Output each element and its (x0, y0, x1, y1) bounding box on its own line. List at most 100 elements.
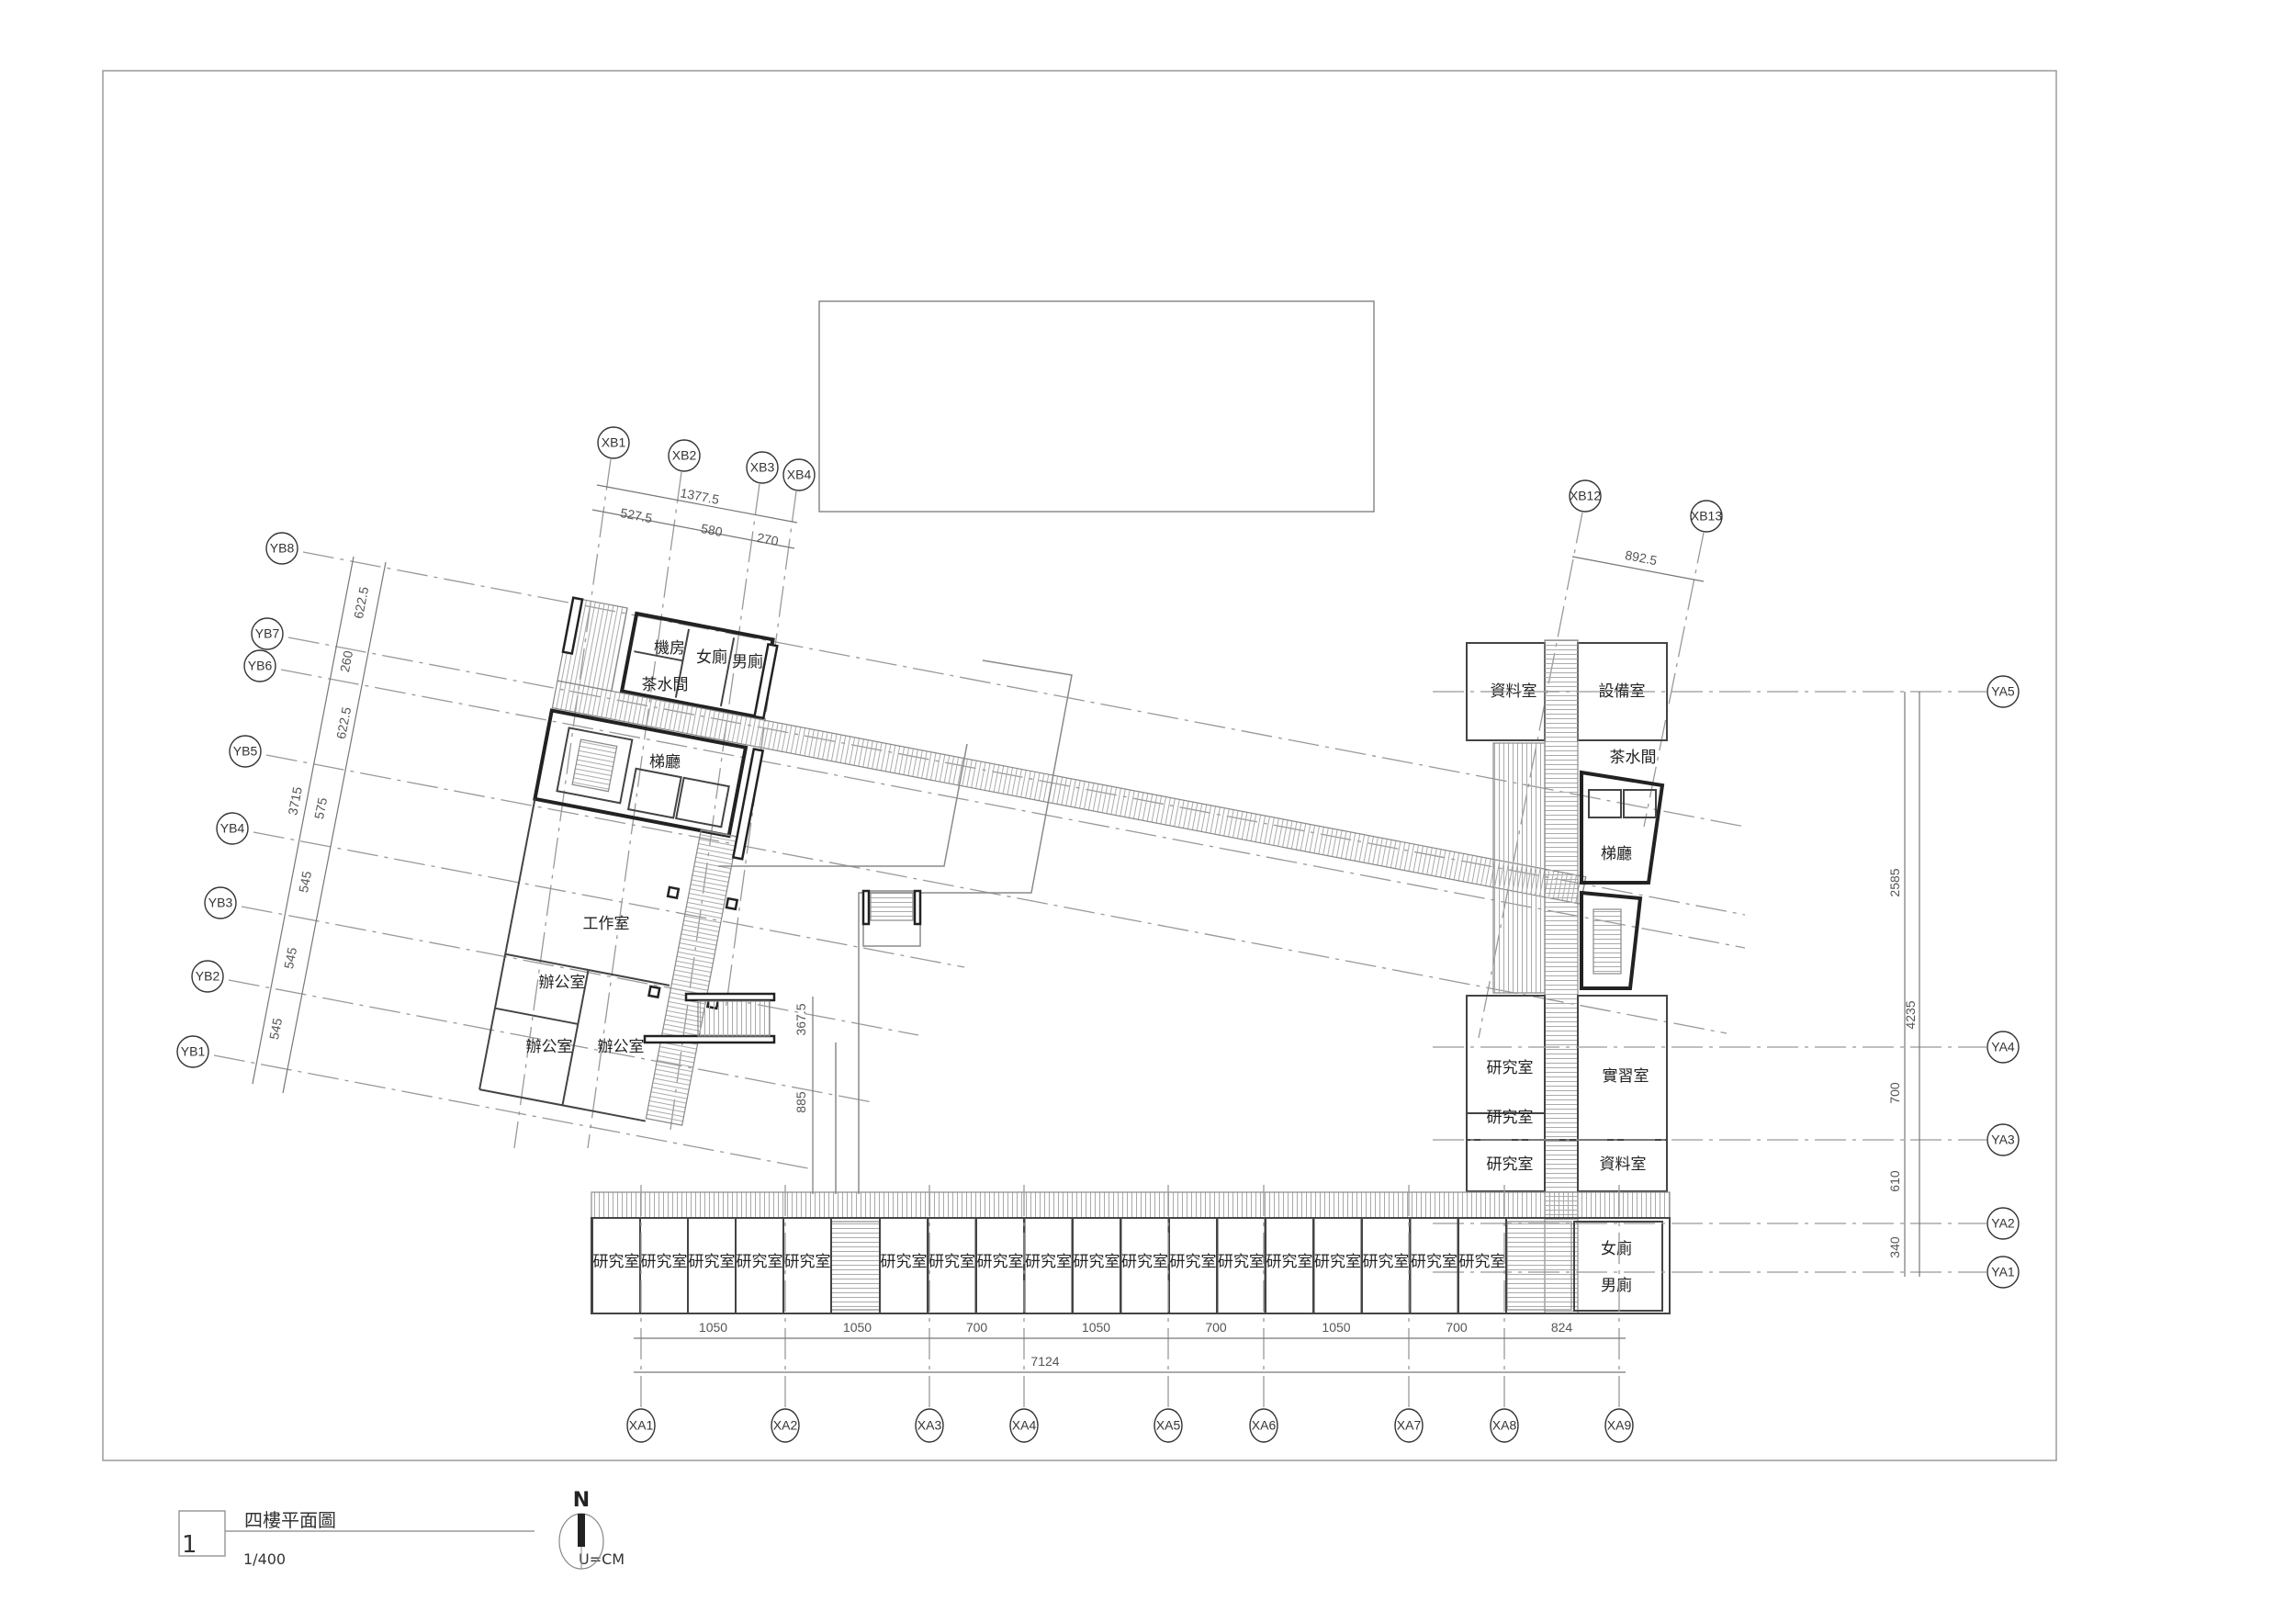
drawing-title: 四樓平面圖 (244, 1509, 336, 1531)
room-pantry: 茶水間 (642, 676, 689, 694)
south-room: 研究室 (879, 1217, 929, 1314)
title-block: 1 四樓平面圖 1/400 U=CM N (178, 1489, 625, 1570)
dim-ya3-ya2: 610 (1887, 1170, 1902, 1192)
grid-bubble-xb13: XB13 (1690, 500, 1723, 533)
room-womens-wc: 女廁 (1601, 1239, 1632, 1258)
grid-bubble-yb2: YB2 (191, 960, 224, 993)
grid-bubble-ya1: YA1 (1986, 1256, 2020, 1289)
room-office: 辦公室 (598, 1038, 645, 1056)
grid-bubble-xa3: XA3 (915, 1408, 944, 1443)
drawing-scale: 1/400 (243, 1550, 286, 1568)
svg-text:YB4: YB4 (220, 821, 245, 836)
grid-bubble-xa2: XA2 (771, 1408, 800, 1443)
room-mens-wc: 男廁 (732, 652, 763, 671)
elevator-2 (675, 776, 730, 828)
grid-bubble-xb3: XB3 (746, 451, 779, 484)
south-stair-a (830, 1221, 881, 1311)
grid-bubble-xa8: XA8 (1490, 1408, 1519, 1443)
west-wing (478, 596, 1587, 1126)
room-lab: 研究室 (1487, 1109, 1534, 1127)
grid-bubble-xa9: XA9 (1604, 1408, 1634, 1443)
west-wing-labels: 機房 女廁 男廁 茶水間 梯廳 工作室 辦公室 辦公室 辦公室 (526, 639, 764, 1056)
svg-text:YA5: YA5 (1991, 684, 2015, 699)
svg-text:545: 545 (281, 946, 299, 970)
south-room: 研究室 (1265, 1217, 1314, 1314)
units-note: U=CM (579, 1550, 625, 1568)
room-lab: 研究室 (929, 1253, 975, 1271)
south-room: 研究室 (782, 1217, 832, 1314)
room-lab: 研究室 (1266, 1253, 1313, 1271)
dim-ya-upper: 2585 (1887, 868, 1902, 896)
svg-text:XA6: XA6 (1252, 1418, 1277, 1433)
svg-text:XA1: XA1 (629, 1418, 654, 1433)
svg-text:XA2: XA2 (773, 1418, 798, 1433)
dim-xb-total: 1377.5 (679, 485, 720, 507)
grid-bubble-yb6: YB6 (243, 649, 276, 682)
svg-text:YB6: YB6 (248, 659, 273, 673)
south-room: 研究室 (1458, 1217, 1507, 1314)
grid-bubble-xb2: XB2 (668, 439, 701, 472)
svg-text:XA9: XA9 (1607, 1418, 1632, 1433)
grid-bubble-ya2: YA2 (1986, 1207, 2020, 1240)
room-lab: 研究室 (593, 1253, 640, 1271)
svg-text:260: 260 (337, 649, 355, 673)
svg-text:N: N (573, 1489, 590, 1512)
east-stair-block (1580, 890, 1643, 990)
room-lab: 研究室 (1487, 1155, 1534, 1174)
dim-ya4-ya3: 700 (1887, 1082, 1902, 1104)
room-lab: 研究室 (1074, 1253, 1120, 1271)
south-room: 研究室 (639, 1217, 689, 1314)
south-room: 研究室 (1361, 1217, 1411, 1314)
grid-bubble-yb1: YB1 (176, 1035, 209, 1068)
room-lab: 研究室 (977, 1253, 1024, 1271)
svg-text:575: 575 (311, 796, 330, 820)
sheet-border (102, 70, 2057, 1461)
grid-bubble-xa1: XA1 (626, 1408, 656, 1443)
svg-text:YB5: YB5 (233, 744, 258, 759)
svg-text:XA8: XA8 (1492, 1418, 1517, 1433)
south-room: 研究室 (1120, 1217, 1170, 1314)
central-void: 367.5 885 (643, 659, 1073, 1194)
yb-dimensions: 622.5 260 622.5 575 545 545 545 3715 (252, 556, 387, 1094)
south-room: 研究室 (1409, 1217, 1459, 1314)
dim-ya2-ya1: 340 (1887, 1236, 1902, 1258)
room-lab: 研究室 (784, 1253, 831, 1271)
svg-text:545: 545 (266, 1017, 285, 1041)
grid-bubble-ya3: YA3 (1986, 1123, 2020, 1156)
east-corridor (645, 828, 738, 1126)
grid-bubble-yb3: YB3 (204, 886, 237, 919)
room-mens-wc: 男廁 (1601, 1276, 1632, 1295)
south-room: 研究室 (591, 1217, 641, 1314)
south-room: 研究室 (1168, 1217, 1218, 1314)
dim-xa-span: 1050 (1322, 1320, 1350, 1335)
svg-text:YB3: YB3 (208, 896, 233, 910)
dim-xa-total: 7124 (1030, 1354, 1059, 1369)
room-womens-wc: 女廁 (696, 648, 727, 667)
south-room: 研究室 (975, 1217, 1025, 1314)
room-office: 辦公室 (526, 1038, 573, 1056)
stair-icon (556, 727, 634, 805)
south-room: 研究室 (1312, 1217, 1363, 1314)
grid-bubble-ya5: YA5 (1986, 675, 2020, 708)
south-stair (697, 1000, 771, 1037)
east-side-bay (1492, 742, 1546, 994)
svg-text:XB3: XB3 (750, 460, 775, 475)
grid-bubble-yb5: YB5 (229, 735, 262, 768)
south-room: 研究室 (927, 1217, 977, 1314)
room-lab: 研究室 (1459, 1253, 1506, 1271)
room-lab: 研究室 (881, 1253, 928, 1271)
room-office: 辦公室 (539, 974, 586, 992)
svg-text:YB7: YB7 (255, 626, 280, 641)
yb-grid-bubbles: YB8 YB7 YB6 YB5 YB4 YB3 YB2 YB1 (176, 532, 298, 1068)
svg-text:XA5: XA5 (1156, 1418, 1181, 1433)
xb-dimensions: 1377.5 527.5 580 270 892.5 (591, 484, 1705, 582)
room-lab: 研究室 (641, 1253, 688, 1271)
grid-bubble-ya4: YA4 (1986, 1031, 2020, 1064)
top-void-rectangle (818, 300, 1375, 513)
room-lab: 研究室 (1218, 1253, 1265, 1271)
grid-bubble-xb1: XB1 (597, 426, 630, 459)
south-stair-b (1506, 1221, 1572, 1311)
grid-bubble-yb8: YB8 (265, 532, 298, 565)
room-lab: 研究室 (1121, 1253, 1168, 1271)
